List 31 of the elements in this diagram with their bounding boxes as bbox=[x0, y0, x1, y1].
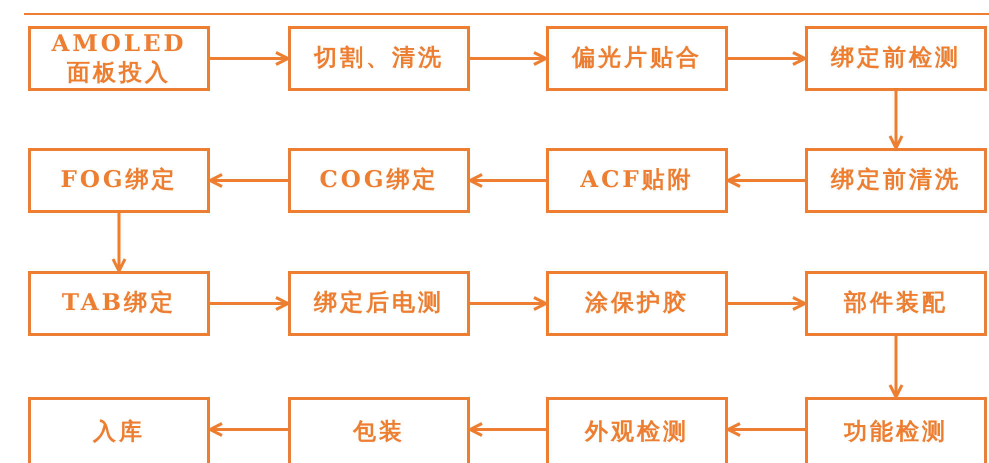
process-box: 绑定前清洗 bbox=[805, 148, 987, 213]
process-box: 偏光片贴合 bbox=[546, 26, 728, 91]
process-box: 绑定后电测 bbox=[288, 271, 470, 336]
process-box: 入库 bbox=[28, 397, 210, 463]
arrow bbox=[726, 422, 805, 437]
arrow bbox=[728, 296, 806, 311]
arrow bbox=[888, 91, 904, 150]
process-box: TAB绑定 bbox=[28, 271, 210, 336]
process-box: COG绑定 bbox=[288, 148, 470, 213]
process-box: 绑定前检测 bbox=[805, 26, 987, 91]
process-box: 涂保护胶 bbox=[546, 271, 728, 336]
arrow bbox=[468, 422, 546, 437]
process-box: 包装 bbox=[288, 397, 470, 463]
arrow bbox=[470, 296, 548, 311]
arrow bbox=[208, 173, 288, 188]
arrow bbox=[888, 336, 904, 398]
process-box: FOG绑定 bbox=[28, 148, 210, 213]
arrow bbox=[726, 173, 805, 188]
arrow bbox=[210, 296, 290, 311]
process-box: ACF贴附 bbox=[546, 148, 728, 213]
arrow bbox=[728, 51, 806, 66]
process-box: 切割、清洗 bbox=[288, 26, 470, 91]
arrow bbox=[468, 173, 546, 188]
arrow bbox=[470, 51, 548, 66]
arrow bbox=[210, 51, 290, 66]
process-box: AMOLED面板投入 bbox=[28, 26, 210, 91]
arrow bbox=[208, 422, 288, 437]
process-box: 外观检测 bbox=[546, 397, 728, 463]
arrow bbox=[112, 213, 126, 272]
process-box: 部件装配 bbox=[805, 271, 987, 336]
process-box: 功能检测 bbox=[805, 397, 987, 463]
